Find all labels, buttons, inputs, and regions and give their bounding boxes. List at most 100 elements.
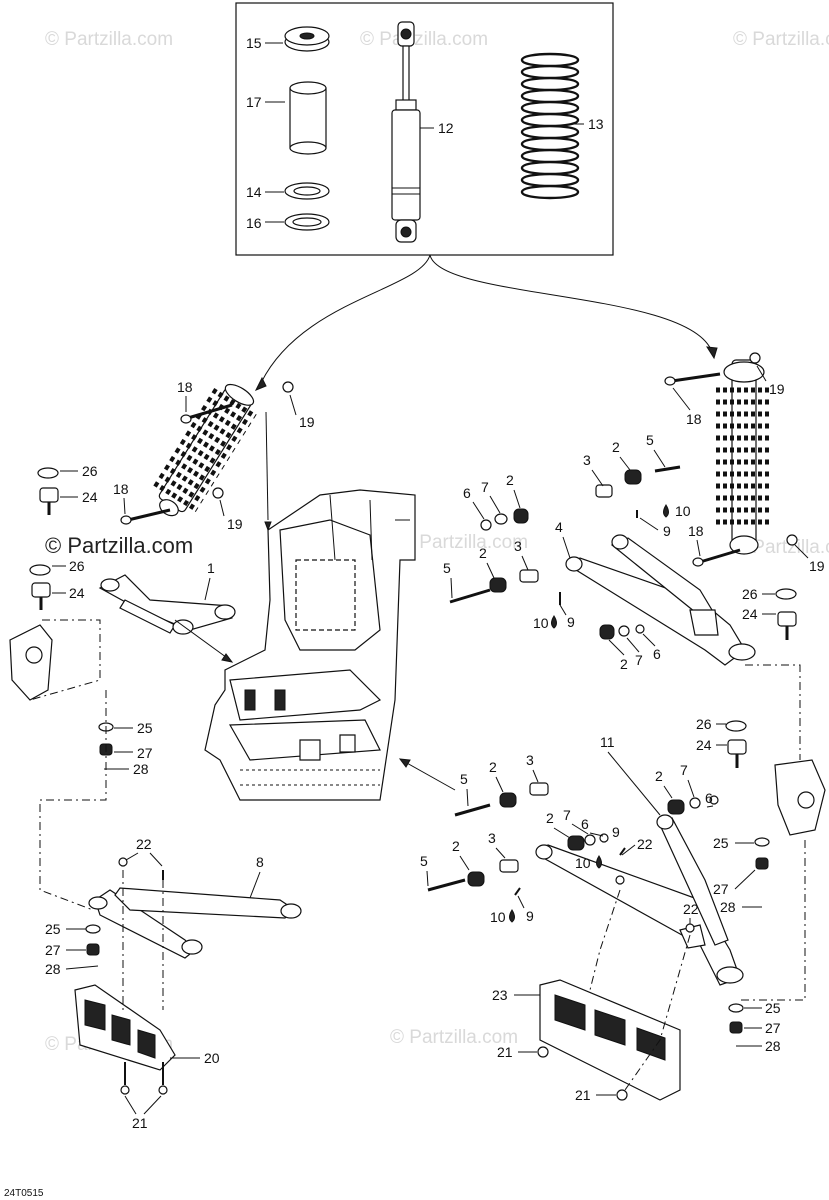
callout-26: 26 [82, 463, 98, 479]
callout-16: 16 [246, 215, 262, 231]
callout-1: 1 [207, 560, 215, 576]
callout-28: 28 [720, 899, 736, 915]
callout-10: 10 [675, 503, 691, 519]
callout-18: 18 [113, 481, 129, 497]
callout-19: 19 [769, 381, 785, 397]
callout-7: 7 [680, 762, 688, 778]
callout-6: 6 [581, 816, 589, 832]
callout-7: 7 [481, 479, 489, 495]
callout-22: 22 [637, 836, 653, 852]
callout-27: 27 [765, 1020, 781, 1036]
left-ball-joint-parts [9, 467, 59, 701]
callout-14: 14 [246, 184, 262, 200]
callout-24: 24 [742, 606, 758, 622]
callout-19: 19 [299, 414, 315, 430]
callout-28: 28 [133, 761, 149, 777]
watermark: © Partzilla.com [45, 533, 193, 558]
callout-8: 8 [256, 854, 264, 870]
callout-21: 21 [497, 1044, 513, 1060]
callout-10: 10 [575, 855, 591, 871]
part-11-right-lower-a-arm [535, 814, 744, 986]
callout-6: 6 [705, 790, 713, 806]
callout-19: 19 [227, 516, 243, 532]
callout-3: 3 [526, 752, 534, 768]
callout-25: 25 [765, 1000, 781, 1016]
frame [174, 411, 456, 801]
right-upper-arm-hardware [449, 465, 681, 640]
callout-5: 5 [460, 771, 468, 787]
grease-icon [596, 855, 602, 869]
callout-7: 7 [635, 652, 643, 668]
callout-9: 9 [612, 824, 620, 840]
grease-icon [663, 504, 669, 518]
callout-2: 2 [506, 472, 514, 488]
callout-5: 5 [646, 432, 654, 448]
part-4-right-upper-a-arm [565, 534, 756, 666]
callout-2: 2 [489, 759, 497, 775]
callout-9: 9 [526, 908, 534, 924]
callout-21: 21 [132, 1115, 148, 1131]
callout-10: 10 [490, 909, 506, 925]
callout-5: 5 [443, 560, 451, 576]
callout-28: 28 [765, 1038, 781, 1054]
callout-9: 9 [567, 614, 575, 630]
callout-3: 3 [583, 452, 591, 468]
callout-15: 15 [246, 35, 262, 51]
callout-11: 11 [600, 734, 615, 750]
callout-6: 6 [653, 646, 661, 662]
callout-7: 7 [563, 807, 571, 823]
callout-2: 2 [452, 838, 460, 854]
callout-4: 4 [555, 519, 563, 535]
callout-2: 2 [479, 545, 487, 561]
part-16-washer [284, 213, 330, 231]
watermark: © Partzilla.com [733, 29, 829, 50]
part-17-sleeve [289, 81, 327, 155]
callout-25: 25 [137, 720, 153, 736]
detail-arrows [254, 254, 718, 391]
part-12-shock-absorber [391, 21, 421, 243]
callout-27: 27 [713, 881, 729, 897]
callout-2: 2 [546, 810, 554, 826]
callout-28: 28 [45, 961, 61, 977]
callout-25: 25 [713, 835, 729, 851]
part-13-coil-spring [520, 52, 580, 200]
watermark: © Partzilla.com [45, 29, 173, 50]
callout-26: 26 [696, 716, 712, 732]
callout-10: 10 [533, 615, 549, 631]
part-23-right-skid-plate [537, 979, 681, 1101]
grease-icon [509, 909, 515, 923]
callout-26: 26 [69, 558, 85, 574]
callout-20: 20 [204, 1050, 220, 1066]
watermark: © Partzilla.com [360, 29, 488, 50]
callout-25: 25 [45, 921, 61, 937]
right-lower-arm-hardware [427, 782, 719, 896]
part-1-left-upper-a-arm [98, 574, 236, 635]
callout-22: 22 [683, 901, 699, 917]
callout-19: 19 [809, 558, 825, 574]
callout-labels: 15 17 14 16 12 13 18 19 26 24 18 19 26 2… [45, 35, 825, 1131]
callout-3: 3 [514, 538, 522, 554]
callout-18: 18 [177, 379, 193, 395]
callout-21: 21 [575, 1087, 591, 1103]
callout-26: 26 [742, 586, 758, 602]
callout-27: 27 [45, 942, 61, 958]
right-ball-joint-parts [725, 588, 826, 836]
callout-18: 18 [686, 411, 702, 427]
callout-12: 12 [438, 120, 454, 136]
callout-2: 2 [612, 439, 620, 455]
callout-13: 13 [588, 116, 604, 132]
watermark: © Partzilla.com [400, 532, 528, 553]
callout-6: 6 [463, 485, 471, 501]
watermark: © Partzilla.com [390, 1027, 518, 1048]
drawing-code: 24T0515 [4, 1188, 44, 1199]
callout-22: 22 [136, 836, 152, 852]
shock-detail-box [235, 2, 614, 256]
callout-9: 9 [663, 523, 671, 539]
callout-2: 2 [655, 768, 663, 784]
callout-3: 3 [488, 830, 496, 846]
alignment-lines [29, 619, 806, 1091]
callout-24: 24 [69, 585, 85, 601]
part-20-left-skid-plate [74, 984, 176, 1095]
part-15-spring-seat [284, 26, 330, 52]
